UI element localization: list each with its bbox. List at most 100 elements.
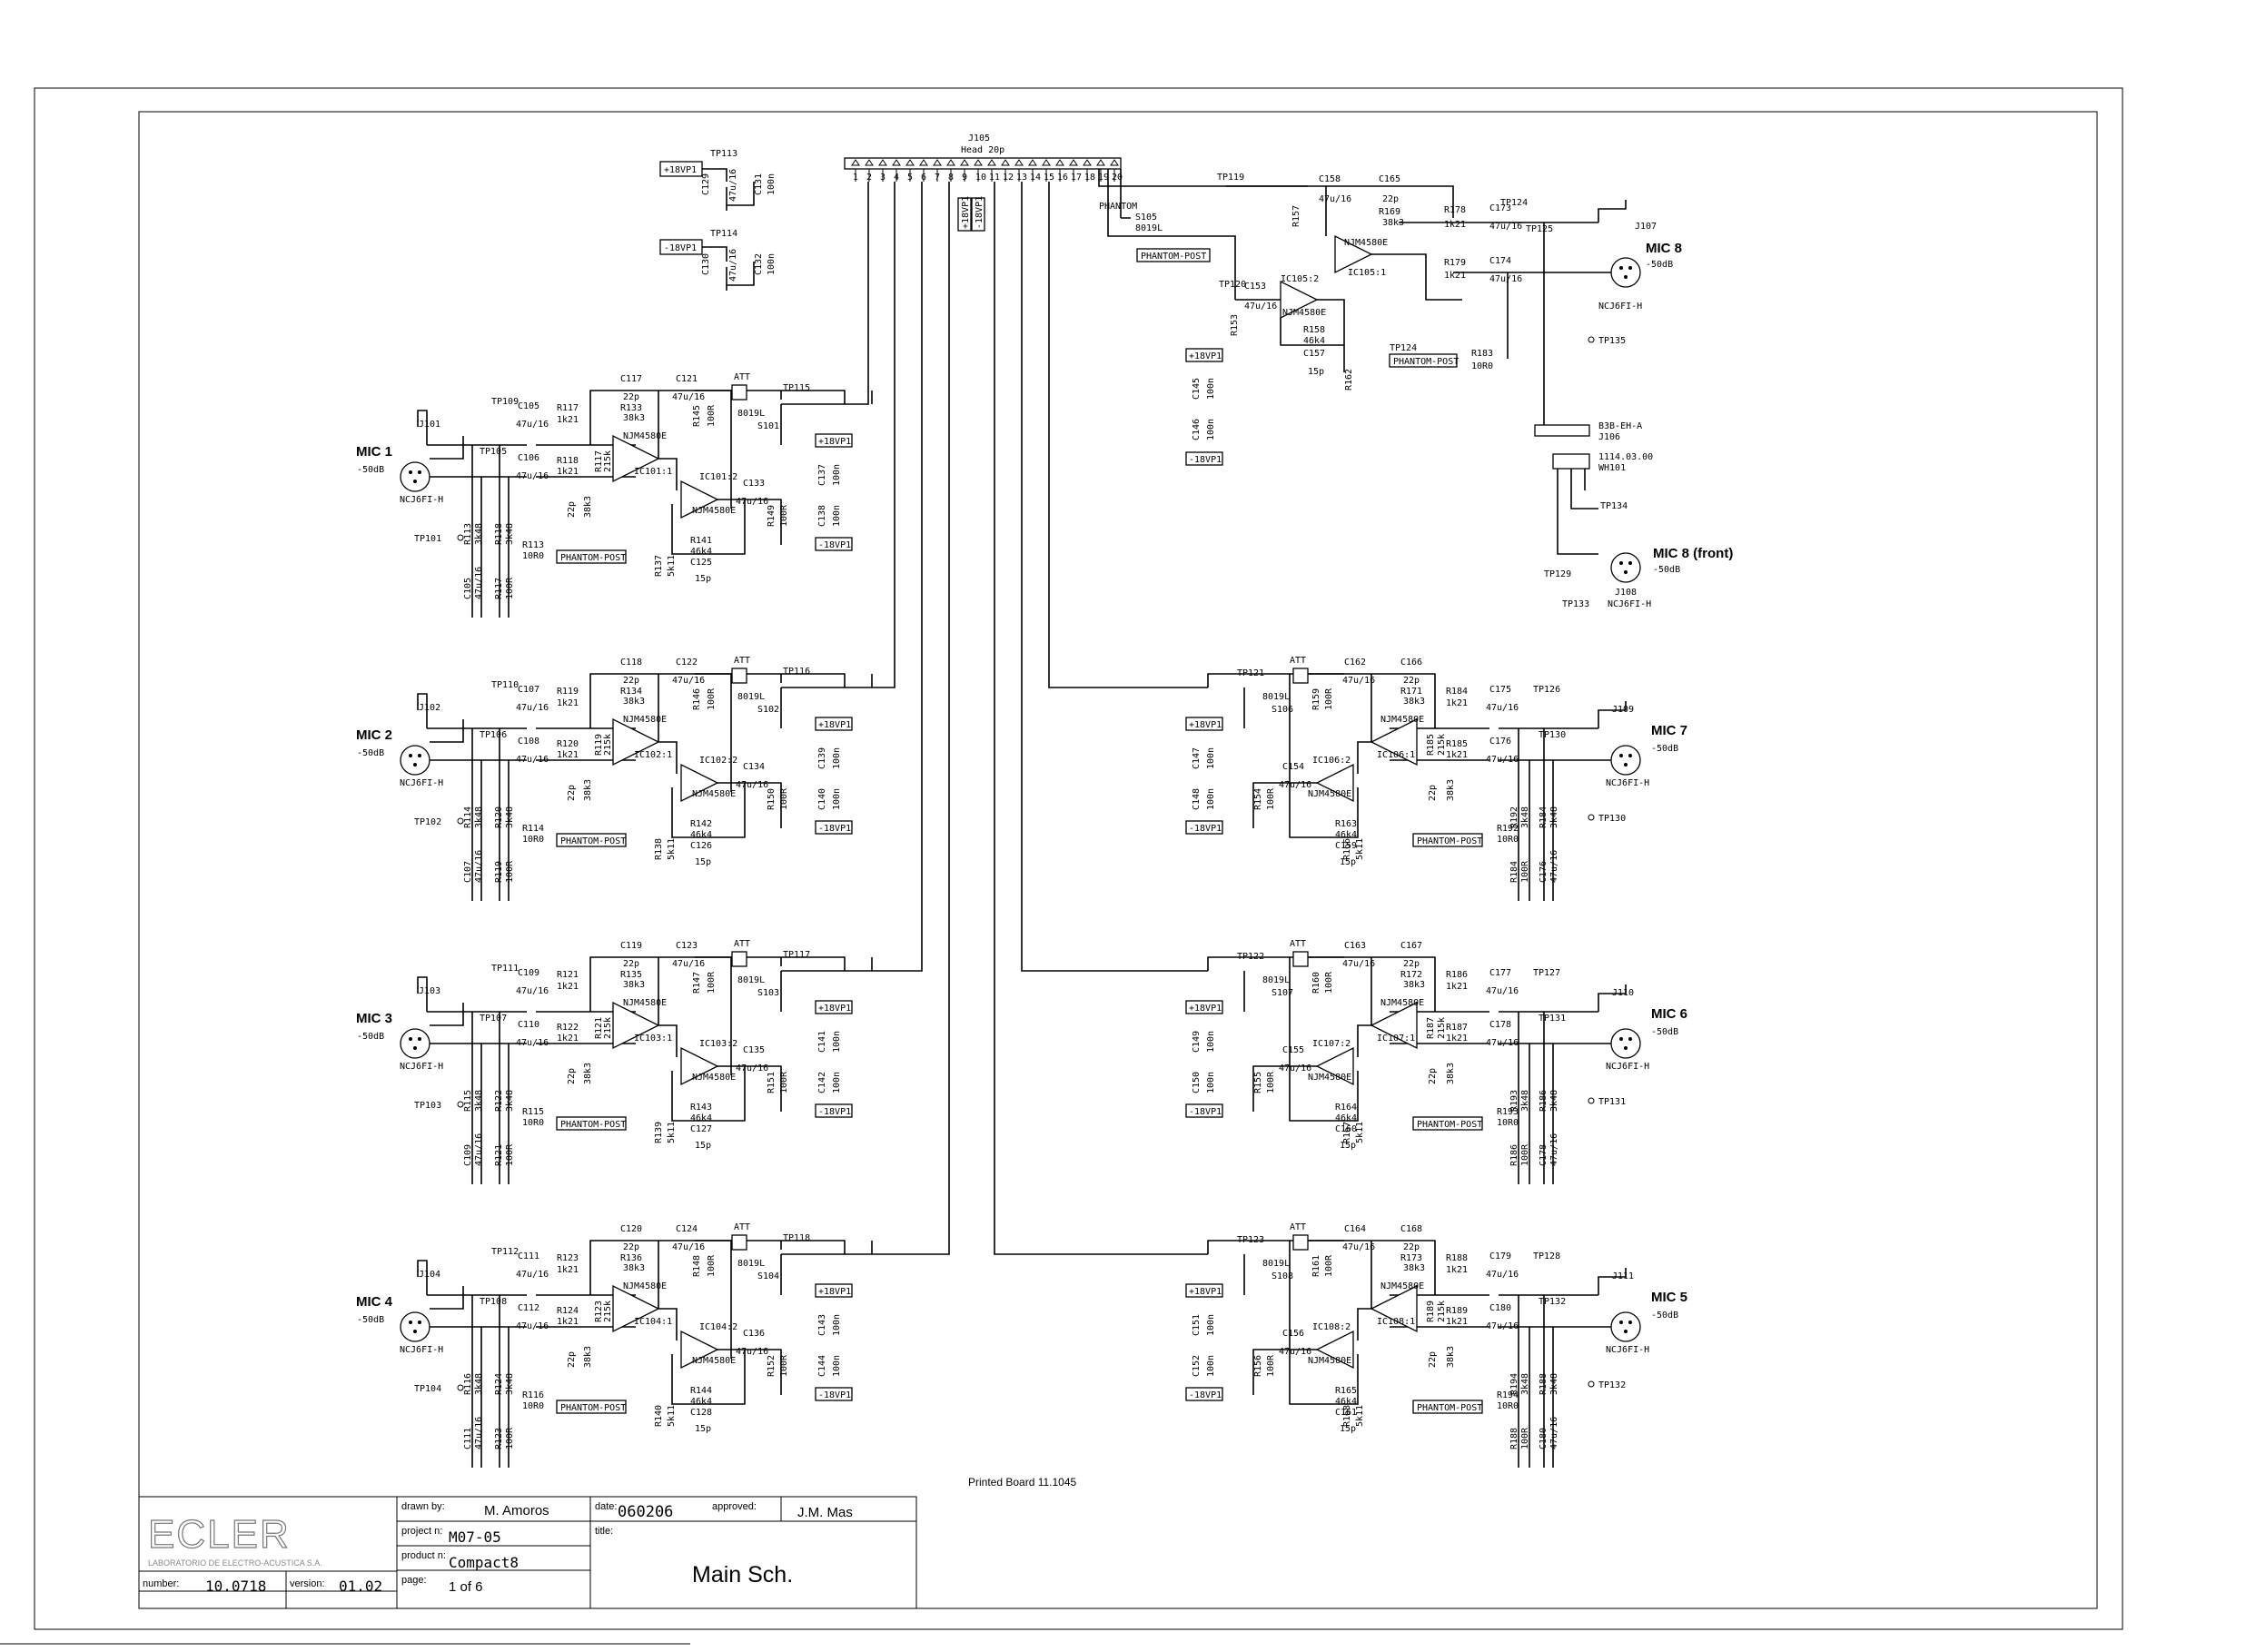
mic8-ic1: IC105:1: [1348, 268, 1386, 278]
res-fb: R171: [1400, 687, 1422, 697]
cap-phantom-val: 47u/16: [1549, 1417, 1559, 1449]
mic8-tp-e: TP135: [1598, 336, 1626, 346]
cap-in-2-val: 47u/16: [1486, 755, 1519, 765]
output-wiring: [686, 390, 873, 445]
res-gain-val: 46k4: [690, 547, 712, 557]
mic8-phantom-box: [1136, 248, 1211, 262]
connector-pin-marker: [919, 159, 928, 166]
mic8-front-level: -50dB: [1653, 565, 1680, 575]
cap-hf2-val: 15p: [1340, 857, 1356, 867]
mic-level: -50dB: [357, 748, 384, 758]
mic8-rail-pos-label: +18VP1: [1189, 351, 1222, 361]
res-6: R113: [522, 540, 544, 550]
switch-ref: S104: [757, 1271, 779, 1281]
res-3: R155: [1253, 1072, 1263, 1093]
res-gnd-val: 38k3: [583, 496, 593, 518]
test-point-icon: [457, 534, 464, 541]
res-3-val: 100R: [1266, 1354, 1276, 1377]
res-phantom-a-val: 3k48: [474, 1373, 484, 1395]
res-6: R116: [522, 1390, 544, 1400]
connector-pin-marker: [946, 159, 955, 166]
mic-level: -50dB: [357, 1315, 384, 1325]
opamp-2-ref: IC103:2: [699, 1039, 737, 1049]
input-wiring: [1390, 1294, 1544, 1328]
res-out-val: 100R: [1324, 1254, 1334, 1277]
switch-ref: S103: [757, 988, 779, 998]
res-phantom-b-val: 3k48: [505, 1373, 515, 1395]
res-gnd: R186: [1509, 1144, 1519, 1166]
xlr-pin: [1628, 1037, 1632, 1041]
res-bias: R117: [594, 450, 604, 472]
c-pos-cer-val: 100n: [767, 173, 777, 195]
mic8-opamp2-label: NJM4580E: [1282, 308, 1326, 318]
cap-dec-1: C141: [817, 1031, 827, 1053]
page-value: 1 of 6: [449, 1579, 483, 1595]
cap-dec-1: C149: [1192, 1031, 1202, 1053]
test-point-2: TP108: [480, 1297, 507, 1307]
res-phantom-a-val: 3k48: [474, 523, 484, 545]
opamp-1-ref: IC107:1: [1377, 1034, 1415, 1044]
res-3-val: 100R: [1266, 1071, 1276, 1093]
res-out: R161: [1311, 1255, 1321, 1277]
res-in-2: R122: [557, 1023, 579, 1033]
xlr-jack-icon: [400, 745, 430, 776]
res-fb: R135: [620, 970, 642, 980]
connector-pin-marker: [987, 159, 996, 166]
xlr-pin: [1628, 1321, 1632, 1324]
res-6: R194: [1497, 1390, 1519, 1400]
test-point: TP126: [1533, 685, 1560, 695]
cap-in-1-val: 47u/16: [516, 986, 549, 996]
connector-pin-marker: [1069, 159, 1078, 166]
res-phantom-b-val: 3k48: [1549, 806, 1559, 828]
test-point: TP112: [491, 1247, 519, 1257]
res-in-2-val: 1k21: [557, 750, 579, 760]
att-switch-icon: [731, 668, 747, 684]
cap-in-2-val: 47u/16: [516, 1321, 549, 1331]
res-phantom-b: R120: [494, 806, 504, 828]
connector-pin-marker: [1028, 159, 1037, 166]
test-point-2: TP105: [480, 447, 507, 457]
rail-pos-label: +18VP1: [818, 1287, 851, 1297]
c-pos-el-val: 47u/16: [728, 169, 738, 202]
att-label: ATT: [1290, 1222, 1306, 1232]
connector-pin-marker: [1110, 159, 1119, 166]
bus-wire: [863, 182, 869, 405]
cap-dec-2-val: 100n: [1206, 788, 1216, 810]
res-out: R147: [692, 972, 702, 994]
res-gnd2-val: 100R: [505, 577, 515, 599]
mic8-c7: C145: [1192, 378, 1202, 400]
jack-wiring: [1518, 1268, 1627, 1468]
xlr-type: NCJ6FI-H: [1606, 1345, 1649, 1355]
res-in-1-val: 1k21: [1446, 1265, 1468, 1275]
res-phantom-a: R193: [1509, 1090, 1519, 1112]
connector-pin-number: 14: [1030, 173, 1041, 183]
jack-wiring: [417, 410, 481, 478]
cap-dec-1-val: 100n: [832, 1314, 842, 1336]
res-gnd2-val: 100R: [1520, 1427, 1530, 1449]
test-point-icon: [1588, 1380, 1595, 1388]
mic-level: -50dB: [1651, 1311, 1678, 1321]
res-gnd-val: 38k3: [1446, 1063, 1456, 1084]
test-point-in: TP130: [1598, 814, 1626, 824]
xlr-pin: [1619, 754, 1623, 757]
switch-type: 8019L: [737, 1259, 765, 1269]
res-gnd-val: 38k3: [1446, 1346, 1456, 1368]
res-phantom-b-val: 3k48: [1549, 1373, 1559, 1395]
xlr-jack-icon: [400, 1028, 430, 1059]
res-5-val: 5k11: [667, 555, 677, 577]
test-point: TP110: [491, 680, 519, 690]
page-label: page:: [401, 1575, 427, 1586]
res-5: R167: [1342, 1122, 1352, 1143]
res-bias-val: 215k: [603, 450, 613, 472]
cap-dec-1: C137: [817, 464, 827, 486]
test-point-in: TP104: [414, 1384, 441, 1394]
phantom-wiring: [471, 728, 510, 901]
phantom-wiring: [471, 1295, 510, 1468]
res-in-2-val: 1k21: [557, 1317, 579, 1327]
mic8-front-tp-c: TP133: [1562, 599, 1589, 609]
connector-pin-marker: [851, 159, 860, 166]
xlr-pin: [418, 470, 421, 474]
res-3: R154: [1253, 788, 1263, 810]
